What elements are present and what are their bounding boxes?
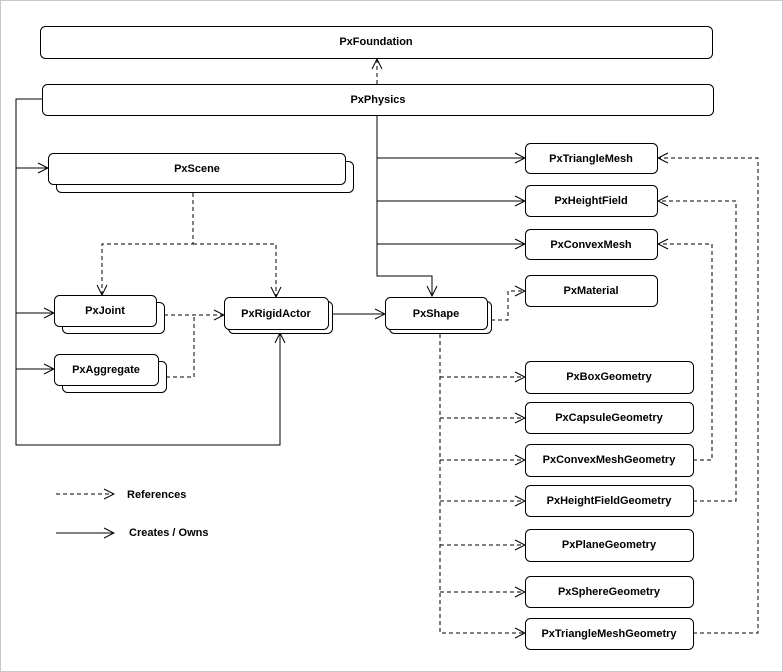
node-pxtrianglemeshgeometry	[525, 618, 694, 650]
label-pxtrianglemeshgeometry: PxTriangleMeshGeometry	[541, 628, 677, 640]
node-pxcapsulegeometry	[525, 402, 694, 434]
label-pxtrianglemesh: PxTriangleMesh	[549, 153, 633, 165]
node-pxheightfield	[525, 185, 658, 217]
node-pxconvexmesh	[525, 229, 658, 260]
label-pxheightfieldgeometry: PxHeightFieldGeometry	[547, 495, 673, 507]
node-pxphysics	[42, 84, 714, 116]
node-pxscene	[48, 153, 354, 193]
label-pxaggregate: PxAggregate	[72, 364, 140, 376]
node-pxconvexmeshgeometry	[525, 444, 694, 477]
shape-to-trianglemeshgeometry-reference	[439, 334, 525, 633]
physics-to-rigidactor-connector	[15, 98, 280, 446]
node-pxplanegeometry	[525, 529, 694, 562]
label-pxmaterial: PxMaterial	[563, 285, 618, 297]
physics-to-shape-connector	[376, 115, 432, 296]
label-pxboxgeometry: PxBoxGeometry	[566, 371, 652, 383]
node-pxshape	[385, 297, 492, 334]
node-pxboxgeometry	[525, 361, 694, 394]
node-pxaggregate	[54, 354, 167, 393]
node-pxfoundation	[40, 26, 713, 59]
trianglemeshgeometry-to-trianglemesh-reference	[658, 158, 759, 634]
convexmeshgeometry-to-convexmesh-reference	[658, 244, 713, 461]
label-pxshape: PxShape	[413, 308, 459, 320]
node-pxheightfieldgeometry	[525, 485, 694, 517]
node-pxtrianglemesh	[525, 143, 658, 174]
node-pxrigidactor	[224, 297, 333, 334]
label-pxconvexmeshgeometry: PxConvexMeshGeometry	[543, 454, 677, 466]
label-pxplanegeometry: PxPlaneGeometry	[562, 539, 657, 551]
label-pxspheregeometry: PxSphereGeometry	[558, 586, 661, 598]
label-pxrigidactor: PxRigidActor	[241, 308, 311, 320]
label-pxfoundation: PxFoundation	[339, 36, 413, 48]
label-pxscene: PxScene	[174, 163, 220, 175]
label-pxconvexmesh: PxConvexMesh	[550, 239, 632, 251]
legend-creates-owns-label: Creates / Owns	[129, 527, 208, 539]
legend: References Creates / Owns	[56, 489, 208, 539]
heightfieldgeometry-to-heightfield-reference	[658, 201, 737, 502]
node-pxspheregeometry	[525, 576, 694, 608]
aggregate-to-rigidactor-reference	[166, 315, 195, 378]
label-pxheightfield: PxHeightField	[554, 195, 627, 207]
label-pxcapsulegeometry: PxCapsuleGeometry	[555, 412, 663, 424]
label-pxphysics: PxPhysics	[350, 94, 405, 106]
shape-to-material-reference	[491, 291, 525, 321]
legend-references-label: References	[127, 489, 186, 501]
scene-to-rigidactor-reference	[193, 243, 276, 297]
label-pxjoint: PxJoint	[85, 305, 125, 317]
node-pxjoint	[54, 295, 165, 334]
scene-to-joint-reference	[102, 193, 194, 295]
node-pxmaterial	[525, 275, 658, 307]
